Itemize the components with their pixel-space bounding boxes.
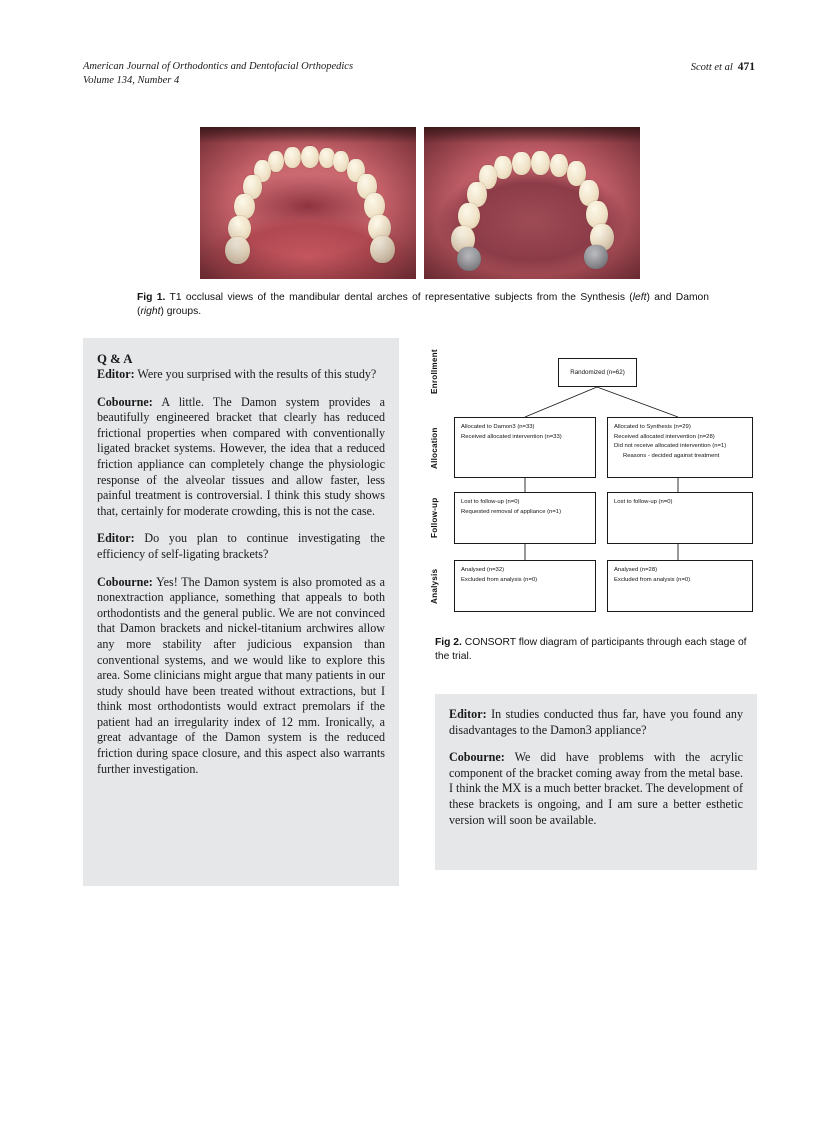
page-number: 471: [737, 61, 755, 73]
qa-answer-1: Cobourne: A little. The Damon system pro…: [97, 395, 385, 520]
journal-title: American Journal of Orthodontics and Den…: [83, 61, 354, 72]
running-head-journal: American Journal of Orthodontics and Den…: [83, 60, 353, 88]
consort-box-analysis-damon: Analysed (n=32) Excluded from analysis (…: [454, 560, 596, 612]
occlusal-photo-damon: [424, 127, 640, 279]
consort-box-followup-synthesis: Lost to follow-up (n=0): [607, 492, 753, 544]
consort-line: Excluded from analysis (n=0): [461, 576, 538, 583]
qa-answer-2-text: Yes! The Damon system is also promoted a…: [97, 574, 385, 776]
consort-box-randomized: Randomized (n=62): [558, 358, 637, 387]
qa-answer-2: Cobourne: Yes! The Damon system is also …: [97, 575, 385, 778]
figure-2-caption: Fig 2. CONSORT flow diagram of participa…: [435, 636, 757, 664]
consort-line: Lost to follow-up (n=0): [614, 499, 673, 505]
consort-randomized-text: Randomized (n=62): [570, 368, 625, 376]
qa-question-1-text: Were you surprised with the results of t…: [134, 367, 377, 381]
qa-answer-1-text: A little. The Damon system provides a be…: [97, 394, 385, 518]
authors-text: Scott et al: [690, 62, 733, 73]
consort-flow-diagram: Enrollment Allocation Follow-up Analysis…: [430, 344, 762, 626]
consort-box-analysis-synthesis: Analysed (n=28) Excluded from analysis (…: [607, 560, 753, 612]
figure-1-italic-right: right: [140, 306, 161, 318]
speaker-label: Cobourne:: [449, 750, 505, 765]
occlusal-photo-synthesis: [200, 127, 416, 279]
figure-1-label: Fig 1.: [137, 292, 166, 303]
figure-1-caption: Fig 1. T1 occlusal views of the mandibul…: [137, 291, 709, 319]
consort-line: Allocated to Synthesis (n=29): [614, 424, 691, 430]
consort-line: Analysed (n=28): [614, 567, 658, 573]
photo-vignette: [424, 127, 640, 279]
speaker-label: Cobourne:: [97, 394, 153, 409]
qa-question-1: Editor: Were you surprised with the resu…: [97, 367, 385, 383]
consort-line: Reasons - decided against treatment: [623, 452, 720, 459]
consort-line: Requested removal of appliance (n=1): [461, 508, 562, 515]
qa-question-2-text: Do you plan to continue investigating th…: [97, 531, 385, 561]
qa-panel-left: Q & A Editor: Were you surprised with th…: [83, 338, 399, 886]
consort-line: Analysed (n=32): [461, 567, 505, 573]
speaker-label: Editor:: [97, 367, 135, 381]
speaker-label: Editor:: [97, 531, 135, 546]
stage-label-analysis: Analysis: [430, 568, 439, 604]
consort-line: Allocated to Damon3 (n=33): [461, 424, 535, 430]
speaker-label: Editor:: [449, 707, 487, 721]
photo-vignette: [200, 127, 416, 279]
qa-answer-3-text: We did have problems with the acrylic co…: [449, 750, 743, 827]
qa-answer-3: Cobourne: We did have problems with the …: [449, 750, 743, 828]
qa-question-3-text: In studies conducted thus far, have you …: [449, 707, 743, 737]
journal-volume: Volume 134, Number 4: [83, 75, 180, 86]
stage-label-followup: Follow-up: [430, 497, 439, 539]
consort-box-allocation-damon: Allocated to Damon3 (n=33) Received allo…: [454, 417, 596, 478]
figure-1-text-b: ) and Damon (: [137, 292, 709, 318]
consort-box-allocation-synthesis: Allocated to Synthesis (n=29) Received a…: [607, 417, 753, 478]
stage-label-allocation: Allocation: [430, 427, 439, 469]
diagram-connectors: [524, 386, 679, 560]
figure-2-label: Fig 2.: [435, 637, 462, 648]
qa-heading: Q & A: [97, 352, 133, 366]
consort-line: Lost to follow-up (n=0): [461, 499, 520, 505]
stage-label-enrollment: Enrollment: [430, 349, 439, 395]
figure-1-images: [200, 127, 640, 279]
figure-2-text: CONSORT flow diagram of participants thr…: [435, 637, 747, 663]
consort-line: Received allocated intervention (n=33): [461, 433, 562, 440]
running-head-authors: Scott et al 471: [691, 60, 755, 75]
figure-1-text-a: T1 occlusal views of the mandibular dent…: [165, 292, 633, 303]
figure-1-italic-left: left: [632, 292, 647, 303]
consort-line: Did not receive allocated intervention (…: [614, 443, 727, 450]
speaker-label: Cobourne:: [97, 574, 153, 589]
running-head: American Journal of Orthodontics and Den…: [83, 60, 755, 88]
qa-question-2: Editor: Do you plan to continue investig…: [97, 531, 385, 562]
qa-question-3: Editor: In studies conducted thus far, h…: [449, 707, 743, 738]
consort-line: Excluded from analysis (n=0): [614, 576, 691, 583]
consort-box-followup-damon: Lost to follow-up (n=0) Requested remova…: [454, 492, 596, 544]
consort-line: Received allocated intervention (n=28): [614, 433, 715, 440]
qa-panel-right: Editor: In studies conducted thus far, h…: [435, 694, 757, 870]
figure-1-text-c: ) groups.: [160, 306, 202, 318]
